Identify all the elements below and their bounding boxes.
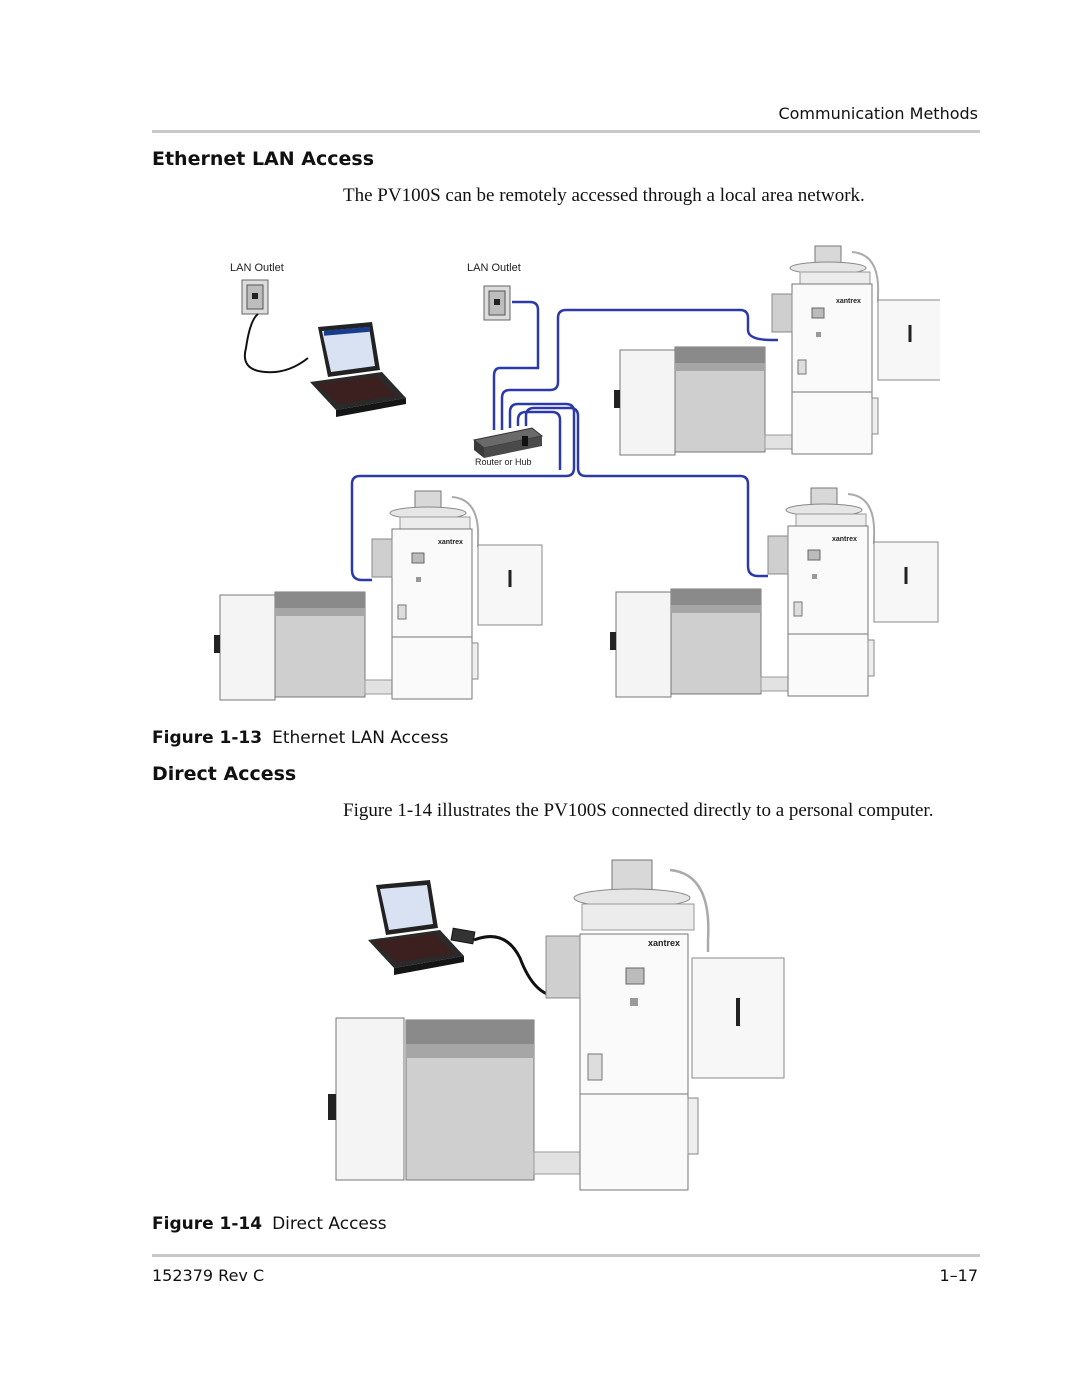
figure-ethernet-lan-illustration: LAN Outlet LAN Outlet Router or Hub xant… bbox=[212, 244, 940, 702]
brand-label-2: xantrex bbox=[438, 539, 463, 546]
figure-caption-1-14: Figure 1-14 Direct Access bbox=[152, 1214, 387, 1234]
lan-outlet-label-1: LAN Outlet bbox=[230, 262, 284, 274]
laptop-lan bbox=[310, 322, 406, 417]
brand-label-direct: xantrex bbox=[648, 938, 680, 948]
footer-doc-id: 152379 Rev C bbox=[152, 1266, 265, 1285]
brand-label-1: xantrex bbox=[836, 298, 861, 305]
ethernet-lan-paragraph: The PV100S can be remotely accessed thro… bbox=[343, 185, 865, 206]
inverter-direct bbox=[328, 859, 785, 1191]
lan-outlet-1 bbox=[241, 279, 269, 315]
section-heading-ethernet-lan: Ethernet LAN Access bbox=[152, 148, 375, 170]
footer-rule bbox=[152, 1254, 980, 1257]
inverter-bottom-left bbox=[212, 489, 544, 702]
figure-number-1-13: Figure 1-13 bbox=[152, 728, 263, 748]
lan-outlet-label-2: LAN Outlet bbox=[467, 262, 521, 274]
brand-label-3: xantrex bbox=[832, 536, 857, 543]
running-head: Communication Methods bbox=[778, 104, 978, 123]
figure-title-1-14: Direct Access bbox=[272, 1214, 387, 1234]
direct-access-paragraph: Figure 1-14 illustrates the PV100S conne… bbox=[343, 800, 934, 821]
figure-number-1-14: Figure 1-14 bbox=[152, 1214, 263, 1234]
figure-caption-1-13: Figure 1-13 Ethernet LAN Access bbox=[152, 728, 449, 748]
footer-page-number: 1–17 bbox=[939, 1266, 978, 1285]
lan-outlet-2 bbox=[483, 285, 511, 321]
figure-title-1-13: Ethernet LAN Access bbox=[272, 728, 449, 748]
header-rule bbox=[152, 130, 980, 133]
laptop-direct bbox=[368, 880, 464, 975]
section-heading-direct-access: Direct Access bbox=[152, 763, 297, 785]
network-cables bbox=[350, 300, 778, 582]
router-label: Router or Hub bbox=[475, 457, 532, 467]
figure-direct-access-illustration: xantrex bbox=[328, 859, 785, 1191]
inverter-bottom-right bbox=[608, 486, 940, 699]
inverter-top-right bbox=[612, 244, 940, 457]
